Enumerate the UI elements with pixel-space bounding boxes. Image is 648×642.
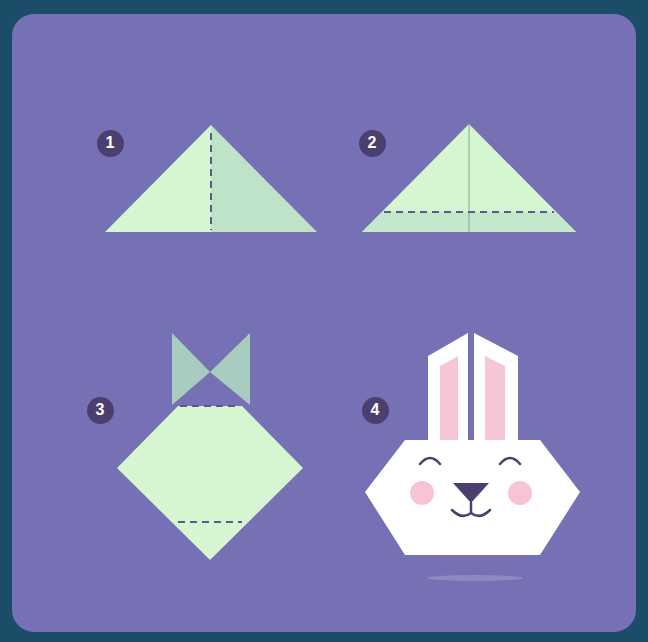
callout-label: 2 bbox=[368, 135, 377, 151]
step-three-fold bbox=[117, 333, 303, 560]
callout-label: 4 bbox=[371, 402, 380, 418]
callout-number: 4 bbox=[362, 397, 389, 424]
callout-label: 1 bbox=[106, 135, 115, 151]
step-one-fold bbox=[105, 125, 317, 232]
callout-number: 1 bbox=[97, 130, 124, 157]
bunny-face bbox=[365, 333, 580, 581]
step-two-fold bbox=[362, 124, 576, 232]
callout-label: 3 bbox=[96, 402, 105, 418]
callout-number: 2 bbox=[359, 130, 386, 157]
callout-number: 3 bbox=[87, 397, 114, 424]
panel bbox=[12, 14, 636, 632]
